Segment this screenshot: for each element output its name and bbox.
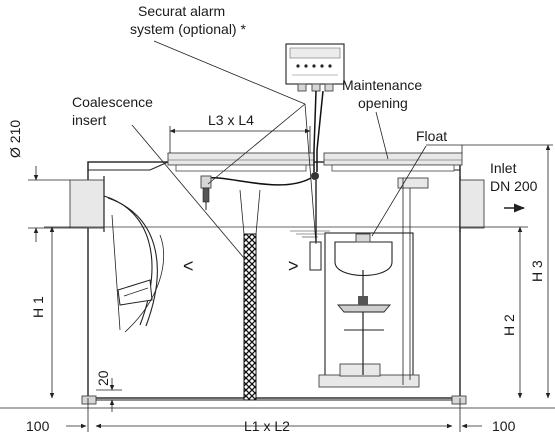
inlet-rim xyxy=(426,144,463,153)
outlet-deflector xyxy=(124,234,165,333)
maintenance-cover-left xyxy=(167,152,315,172)
dim-bottom-gap xyxy=(96,378,122,412)
sensor-cables xyxy=(205,90,324,242)
outlet-pipe xyxy=(69,176,105,232)
maintenance-cover-right xyxy=(323,152,463,172)
dim-h1-label: H 1 xyxy=(30,296,46,318)
dim-right-offset-label: 100 xyxy=(492,418,516,434)
dim-h3-label: H 3 xyxy=(529,260,545,282)
coalescence-insert xyxy=(239,189,261,401)
next-arrow-button[interactable]: > xyxy=(288,256,299,276)
prev-arrow-button[interactable]: < xyxy=(183,256,194,276)
level-sensor-probe xyxy=(309,241,322,271)
alarm-label-line1: Securat alarm xyxy=(138,3,225,19)
alarm-unit xyxy=(285,43,345,92)
dim-l3-l4 xyxy=(169,126,311,153)
dim-bottom-gap-label: 20 xyxy=(95,370,111,386)
alarm-label-line2: system (optional) * xyxy=(130,21,246,37)
coalescence-label-line2: insert xyxy=(72,112,106,128)
dim-h2 xyxy=(462,226,528,399)
inlet-pipe xyxy=(459,176,485,232)
float-label: Float xyxy=(416,128,447,144)
dim-left-offset-label: 100 xyxy=(26,418,50,434)
dim-h2-label: H 2 xyxy=(501,314,517,336)
dim-diameter-label: Ø 210 xyxy=(7,120,23,158)
inlet-label-line2: DN 200 xyxy=(490,178,538,194)
float xyxy=(334,233,393,375)
inlet-baffle xyxy=(103,195,158,331)
maintenance-label-line2: opening xyxy=(358,95,408,111)
dim-h1 xyxy=(44,226,88,399)
dim-l3-l4-label: L3 x L4 xyxy=(208,112,254,128)
dim-h3 xyxy=(462,144,553,399)
leader-lines xyxy=(131,40,427,259)
maintenance-label-line1: Maintenance xyxy=(342,77,422,93)
dim-l1-l2-label: L1 x L2 xyxy=(244,418,290,434)
dim-baseline xyxy=(0,398,555,432)
dim-diameter xyxy=(28,166,70,242)
coalescence-label-line1: Coalescence xyxy=(72,94,153,110)
inlet-label-line1: Inlet xyxy=(490,160,517,176)
